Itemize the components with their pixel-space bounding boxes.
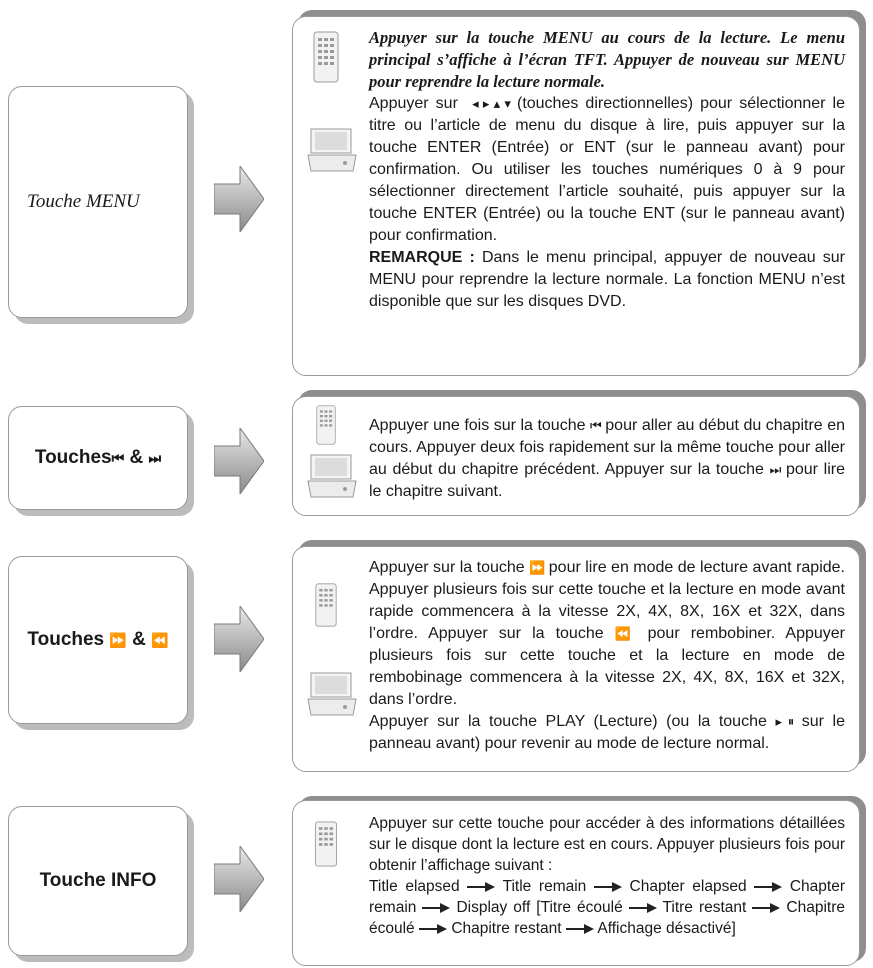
rewind-icon: ⏪	[151, 632, 168, 648]
direction-keys-icon: ◂ ▸ ▴ ▾	[472, 96, 510, 111]
right-arrow-icon	[214, 606, 264, 672]
panel-ff-rew: Appuyer sur la touche ⏩ pour lire en mod…	[292, 546, 860, 772]
note-paragraph: REMARQUE : Dans le menu principal, appuy…	[369, 247, 845, 313]
label-text: Touche MENU	[27, 191, 140, 213]
sequence-item: Affichage désactivé]	[597, 920, 735, 937]
play-pause-icon: ▸ ⏸	[775, 714, 793, 729]
label-prefix: Touches	[27, 629, 104, 650]
label-touche-menu: Touche MENU	[8, 86, 188, 318]
label-text: Touches ⏩ & ⏪	[27, 629, 168, 651]
arrow-right-icon	[419, 924, 447, 934]
arrow-right-icon	[594, 882, 622, 892]
text-segment: (touches directionnelles) pour sélection…	[369, 95, 845, 244]
label-touche-info: Touche INFO	[8, 806, 188, 956]
panel-prev-next: Appuyer une fois sur la touche ⏮ pour al…	[292, 396, 860, 516]
dvd-player-icon	[307, 671, 357, 717]
prev-chapter-icon: ⏮	[112, 450, 125, 466]
arrow-right-icon	[629, 903, 657, 913]
prev-chapter-icon: ⏮	[590, 418, 601, 433]
paragraph: Appuyer sur la touche PLAY (Lecture) (ou…	[369, 711, 845, 755]
fast-forward-icon: ⏩	[529, 560, 544, 575]
note-label: REMARQUE :	[369, 249, 475, 266]
text-segment: Appuyer sur la touche	[369, 559, 525, 576]
sequence-item: Chapter elapsed	[630, 878, 747, 895]
text-segment: Appuyer une fois sur la touche	[369, 417, 586, 434]
remote-control-icon	[313, 31, 339, 83]
ampersand: &	[129, 447, 143, 468]
next-chapter-icon: ⏭	[149, 450, 162, 466]
paragraph: Appuyer une fois sur la touche ⏮ pour al…	[369, 415, 845, 503]
arrow-right-icon	[422, 903, 450, 913]
intro-text: Appuyer sur la touche MENU au cours de l…	[369, 27, 845, 93]
sequence-item: Chapitre restant	[451, 920, 561, 937]
label-touches-prev-next: Touches⏮ & ⏭	[8, 406, 188, 510]
sequence-item: Title remain	[503, 878, 587, 895]
text-segment: Appuyer sur	[369, 95, 458, 112]
remote-control-icon	[313, 821, 339, 867]
sequence-item: Display off [Titre écoulé	[456, 899, 622, 916]
sequence-item: Title elapsed	[369, 878, 460, 895]
arrow-right-icon	[467, 882, 495, 892]
paragraph: Appuyer sur ◂ ▸ ▴ ▾ (touches directionne…	[369, 93, 845, 247]
arrow-right-icon	[754, 882, 782, 892]
label-text: Touche INFO	[40, 870, 157, 892]
ampersand: &	[132, 629, 146, 650]
arrow-right-icon	[566, 924, 594, 934]
right-arrow-icon	[214, 428, 264, 494]
text-segment: Appuyer sur la touche PLAY (Lecture) (ou…	[369, 713, 767, 730]
panel-info: Appuyer sur cette touche pour accéder à …	[292, 800, 860, 966]
label-touches-ff-rew: Touches ⏩ & ⏪	[8, 556, 188, 724]
sequence-item: Titre restant	[663, 899, 747, 916]
remote-control-icon	[313, 583, 339, 627]
label-prefix: Touches	[35, 447, 112, 468]
dvd-player-icon	[307, 453, 357, 499]
remote-control-icon	[313, 405, 339, 445]
fast-forward-icon: ⏩	[109, 632, 126, 648]
label-text: Touches⏮ & ⏭	[35, 447, 161, 469]
rewind-icon: ⏪	[615, 626, 637, 641]
text-segment: Appuyer sur cette touche pour accéder à …	[369, 815, 845, 874]
paragraph: Appuyer sur la touche ⏩ pour lire en mod…	[369, 557, 845, 711]
right-arrow-icon	[214, 846, 264, 912]
paragraph: Appuyer sur cette touche pour accéder à …	[369, 813, 845, 939]
right-arrow-icon	[214, 166, 264, 232]
arrow-right-icon	[752, 903, 780, 913]
dvd-player-icon	[307, 127, 357, 173]
next-chapter-icon: ⏭	[770, 462, 781, 477]
panel-menu: Appuyer sur la touche MENU au cours de l…	[292, 16, 860, 376]
